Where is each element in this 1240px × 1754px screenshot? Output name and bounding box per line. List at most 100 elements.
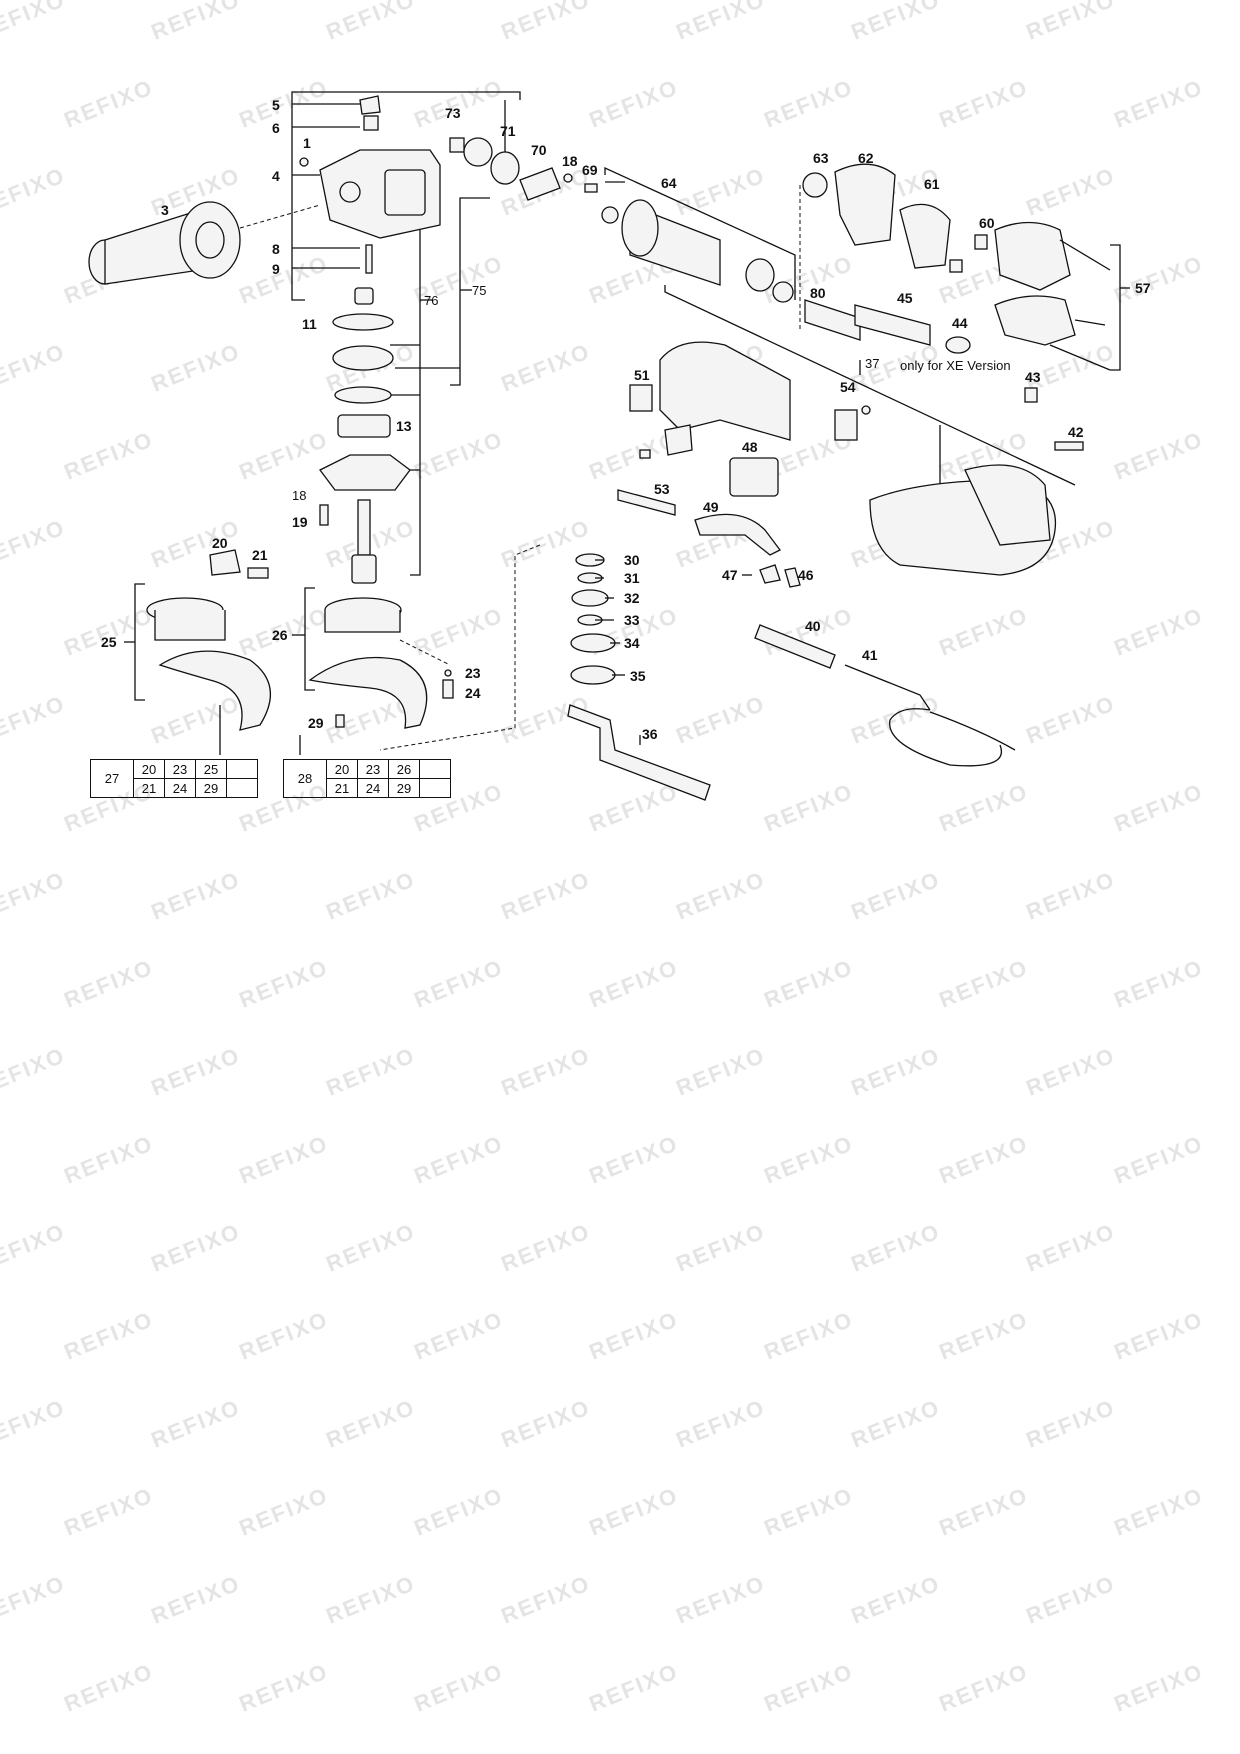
label-p60: 60 xyxy=(979,215,995,231)
watermark-text: REFIXO xyxy=(1111,74,1207,132)
kit-number: 28 xyxy=(283,759,327,798)
watermark-text: REFIXO xyxy=(0,690,69,748)
label-p24: 24 xyxy=(465,685,481,701)
watermark-text: REFIXO xyxy=(61,1306,157,1364)
brush-holders xyxy=(799,163,988,330)
watermark-text: REFIXO xyxy=(411,426,507,484)
watermark-text: REFIXO xyxy=(323,1042,419,1100)
label-p75: 75 xyxy=(472,283,486,298)
watermark-text: REFIXO xyxy=(0,338,69,396)
label-p6: 6 xyxy=(272,120,280,136)
motor-covers-57 xyxy=(994,221,1130,371)
kit-cell: 23 xyxy=(164,759,196,779)
watermark-text: REFIXO xyxy=(761,954,857,1012)
label-p30: 30 xyxy=(624,552,640,568)
kit-cell: 20 xyxy=(326,759,358,779)
small-top-parts xyxy=(449,137,598,201)
watermark-text: REFIXO xyxy=(0,162,69,220)
watermark-text: REFIXO xyxy=(761,1130,857,1188)
spindle-stack xyxy=(209,313,411,584)
watermark-text: REFIXO xyxy=(848,1218,944,1276)
watermark-text: REFIXO xyxy=(936,602,1032,660)
watermark-text: REFIXO xyxy=(586,1658,682,1716)
watermark-text: REFIXO xyxy=(848,1394,944,1452)
watermark-text: REFIXO xyxy=(498,0,594,45)
watermark-text: REFIXO xyxy=(673,866,769,924)
part-number-labels: 5 6 1 4 3 8 9 11 73 71 70 18 69 76 75 13… xyxy=(101,97,1151,742)
label-p45: 45 xyxy=(897,290,913,306)
kit-cell: 25 xyxy=(195,759,227,779)
watermark-text: REFIXO xyxy=(1111,250,1207,308)
kit-number: 27 xyxy=(90,759,134,798)
watermark-text: REFIXO xyxy=(411,74,507,132)
watermark-text: REFIXO xyxy=(1111,778,1207,836)
watermark-text: REFIXO xyxy=(61,426,157,484)
watermark-text: REFIXO xyxy=(761,1658,857,1716)
kit-cell: 21 xyxy=(326,778,358,798)
watermark-text: REFIXO xyxy=(1023,690,1119,748)
watermark-text: REFIXO xyxy=(323,0,419,45)
watermark-text: REFIXO xyxy=(1023,0,1119,45)
label-p18b: 18 xyxy=(292,488,306,503)
watermark-text: REFIXO xyxy=(236,1482,332,1540)
watermark-text: REFIXO xyxy=(498,1394,594,1452)
watermark-text: REFIXO xyxy=(323,1570,419,1628)
watermark-text: REFIXO xyxy=(236,1658,332,1716)
watermark-text: REFIXO xyxy=(323,1394,419,1452)
watermark-text: REFIXO xyxy=(1023,866,1119,924)
watermark-text: REFIXO xyxy=(1111,1482,1207,1540)
watermark-text: REFIXO xyxy=(673,1218,769,1276)
label-p32: 32 xyxy=(624,590,640,606)
watermark-text: REFIXO xyxy=(148,1394,244,1452)
motor-armature xyxy=(601,166,796,303)
watermark-text: REFIXO xyxy=(148,1042,244,1100)
watermark-text: REFIXO xyxy=(1023,162,1119,220)
watermark-text: REFIXO xyxy=(1111,1658,1207,1716)
label-p9: 9 xyxy=(272,261,280,277)
side-handle xyxy=(88,201,321,285)
watermark-text: REFIXO xyxy=(148,0,244,45)
gear-head-housing xyxy=(299,95,441,305)
watermark-text: REFIXO xyxy=(673,162,769,220)
watermark-text: REFIXO xyxy=(236,426,332,484)
watermark-text: REFIXO xyxy=(1023,1042,1119,1100)
label-p13: 13 xyxy=(396,418,412,434)
watermark-text: REFIXO xyxy=(673,1570,769,1628)
label-p42: 42 xyxy=(1068,424,1084,440)
watermark-text: REFIXO xyxy=(586,1130,682,1188)
watermark-text: REFIXO xyxy=(761,74,857,132)
label-p43: 43 xyxy=(1025,369,1041,385)
watermark-text: REFIXO xyxy=(1023,1394,1119,1452)
label-p80: 80 xyxy=(810,285,826,301)
label-p47: 47 xyxy=(722,567,738,583)
watermark-text: REFIXO xyxy=(1111,1130,1207,1188)
watermark-text: REFIXO xyxy=(236,1130,332,1188)
watermark-text: REFIXO xyxy=(61,954,157,1012)
watermark-text: REFIXO xyxy=(411,954,507,1012)
label-p37: 37 xyxy=(865,356,879,371)
watermark-text: REFIXO xyxy=(1023,1218,1119,1276)
label-p5: 5 xyxy=(272,97,280,113)
watermark-text: REFIXO xyxy=(1111,1306,1207,1364)
watermark-text: REFIXO xyxy=(848,0,944,45)
label-p11: 11 xyxy=(302,316,317,332)
label-p53: 53 xyxy=(654,481,670,497)
watermark-text: REFIXO xyxy=(1023,1570,1119,1628)
kit-cell xyxy=(419,778,451,798)
watermark-text: REFIXO xyxy=(0,1218,69,1276)
bracket-lines xyxy=(291,91,521,576)
label-p29: 29 xyxy=(308,715,324,731)
watermark-text: REFIXO xyxy=(848,1570,944,1628)
kit-cell xyxy=(226,759,258,779)
watermark-text: REFIXO xyxy=(848,1042,944,1100)
watermark-text: REFIXO xyxy=(673,690,769,748)
label-p26: 26 xyxy=(272,627,288,643)
label-p69: 69 xyxy=(582,162,598,178)
label-p40: 40 xyxy=(805,618,821,634)
label-p61: 61 xyxy=(924,176,940,192)
watermark-text: REFIXO xyxy=(586,778,682,836)
watermark-text: REFIXO xyxy=(0,1042,69,1100)
watermark-text: REFIXO xyxy=(61,602,157,660)
watermark-text: REFIXO xyxy=(1111,602,1207,660)
label-p57: 57 xyxy=(1135,280,1151,296)
